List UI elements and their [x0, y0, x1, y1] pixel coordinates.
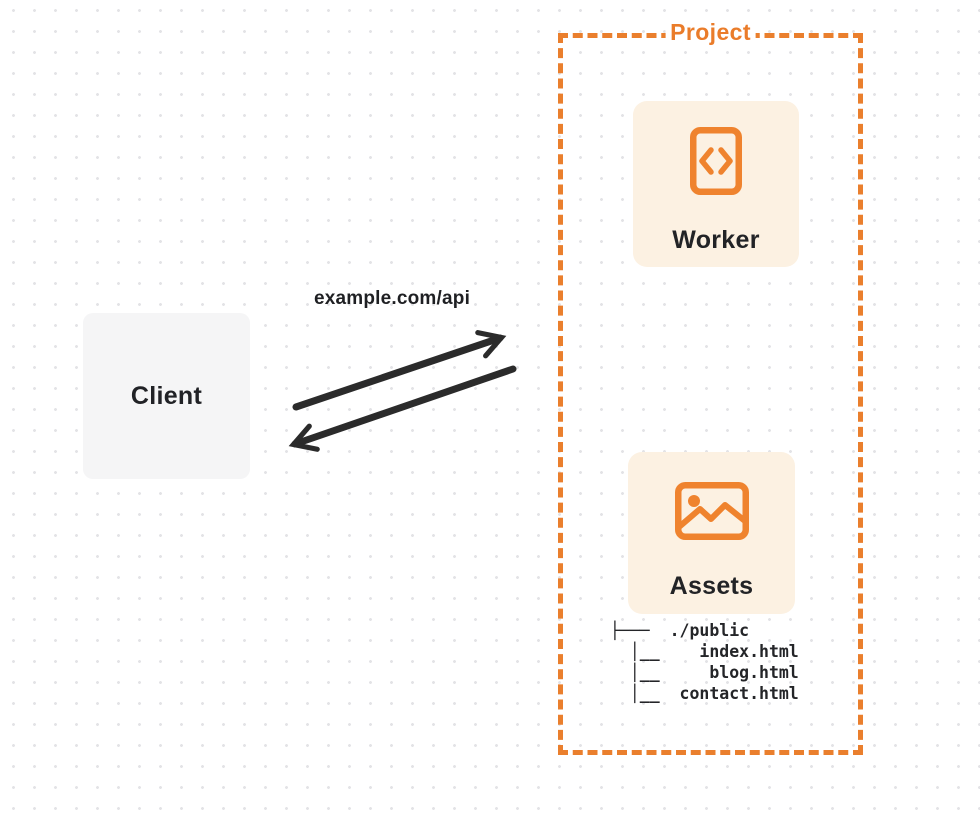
client-node: Client	[83, 313, 250, 479]
assets-label: Assets	[669, 572, 754, 600]
client-label: Client	[130, 381, 203, 410]
assets-node: Assets	[628, 452, 795, 614]
request-url-label: example.com/api	[313, 288, 471, 309]
project-label: Project	[665, 19, 756, 46]
file-tree-item-contact: │__ contact.html	[610, 684, 799, 703]
file-tree-item-index: │__ index.html	[610, 642, 799, 661]
code-document-icon	[690, 127, 742, 200]
project-container: Project Worker	[558, 19, 863, 755]
worker-label: Worker	[672, 226, 760, 254]
file-tree-root: ├─── ./public	[610, 621, 750, 640]
file-tree-item-blog: │__ blog.html	[610, 663, 799, 682]
response-arrow	[288, 365, 517, 452]
request-arrow	[292, 330, 507, 411]
image-icon	[674, 482, 749, 545]
file-tree: ├─── ./public │__ index.html │__ blog.ht…	[610, 620, 799, 704]
worker-node: Worker	[633, 101, 799, 267]
